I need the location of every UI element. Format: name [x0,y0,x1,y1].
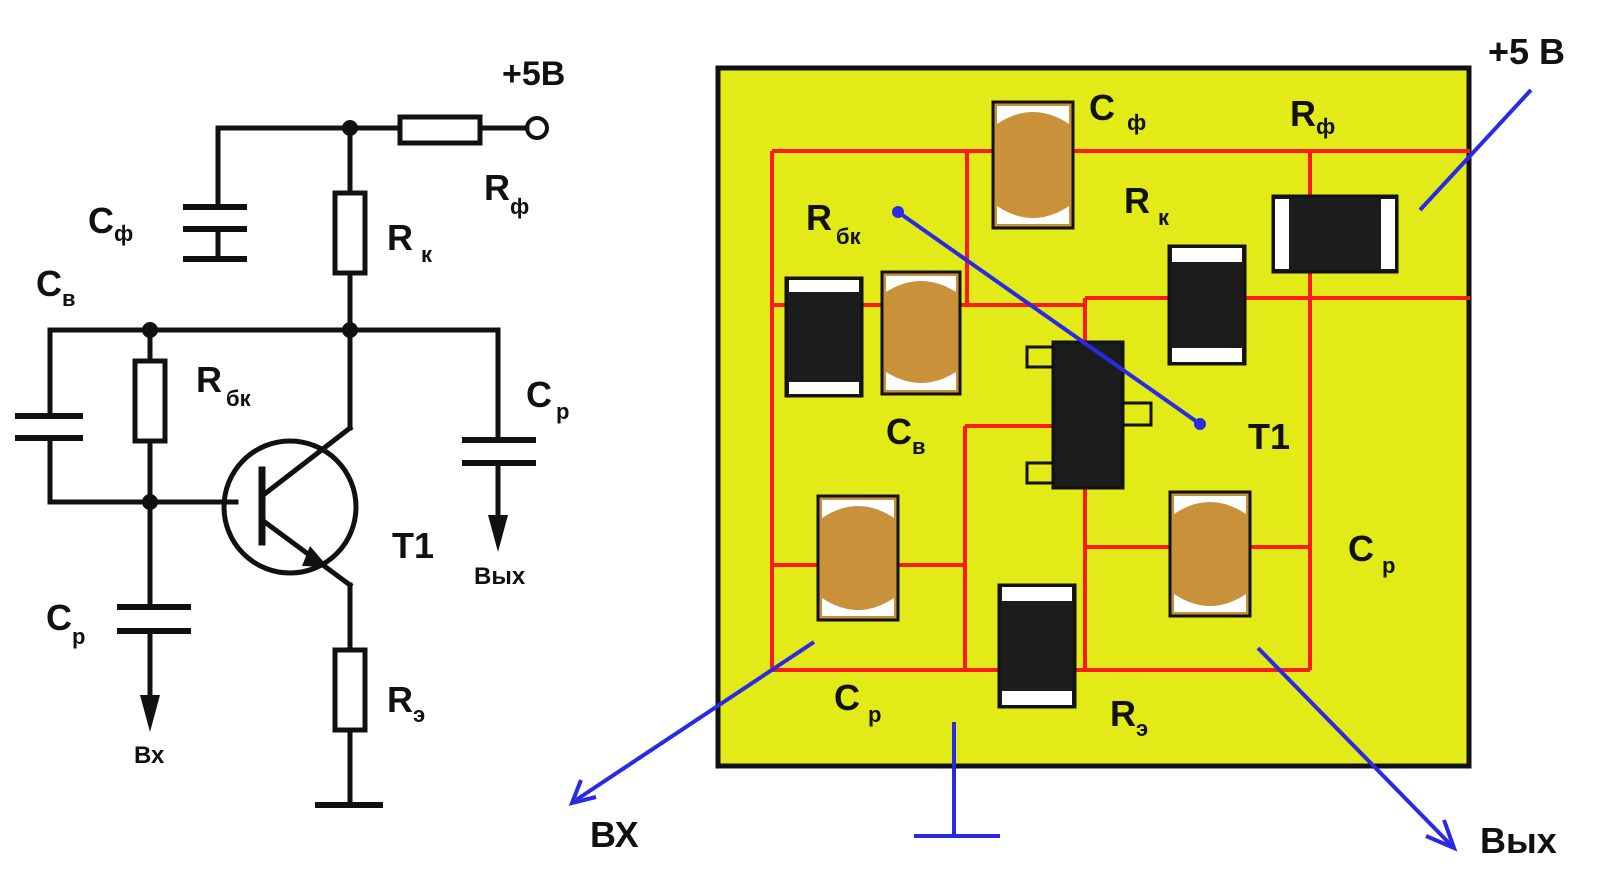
emitter-arrow [302,546,328,567]
supply-lead [1418,88,1533,212]
schematic-rf-label: Rф [484,167,529,219]
resistor-re-chip [997,583,1077,709]
schematic-input-label: Вх [134,742,165,769]
cap-cf [991,100,1075,230]
schematic-re-label: Rэ [387,679,425,727]
lead-dot-rbk [892,206,904,218]
schematic-t1-label: T1 [392,525,434,566]
cap-cp-output [1168,490,1252,618]
input-arrow [140,695,160,732]
resistor-re-symbol [332,647,368,733]
resistor-rbk-chip [784,276,864,398]
resistor-rk-symbol [332,190,368,276]
schematic-cp-in-label: Cр [46,597,85,649]
resistor-rk-chip [1167,244,1247,366]
output-arrow [488,515,508,552]
input-lead [574,640,816,802]
connection-leads [568,88,1533,852]
resistor-rbk-symbol [132,358,168,444]
board-output-label: Вых [1480,820,1557,861]
input-arrowhead [568,779,597,806]
schematic-supply-label: +5В [502,55,565,93]
schematic-cf-label: Cф [88,200,133,246]
resistor-rf-symbol [397,114,483,146]
base-resistor-lead [896,210,1202,426]
transistor-t1-package [1025,340,1153,490]
board-supply-label: +5 В [1488,31,1565,72]
board-input-label: ВХ [590,814,639,855]
schematic-fills [140,120,508,732]
lead-dot-t1 [1194,418,1206,430]
board-rf-label: Rф [1290,93,1335,139]
board-t1-label: T1 [1248,416,1290,457]
tantalum-capacitors [816,100,1252,622]
chip-resistors [784,194,1399,709]
schematic-cv-label: Cв [36,263,76,311]
cap-cv [880,270,962,396]
cap-cp-input [816,494,900,622]
output-lead [1256,646,1454,848]
board-cv-label: Cв [886,411,926,459]
supply-terminal [525,116,549,140]
schematic-output-label: Вых [474,563,526,590]
resistor-rf-chip [1271,194,1399,274]
output-arrowhead [1425,819,1458,852]
transistor-t1-symbol [221,438,359,576]
board-re-label: Rэ [1110,693,1148,741]
schematic [15,114,549,808]
